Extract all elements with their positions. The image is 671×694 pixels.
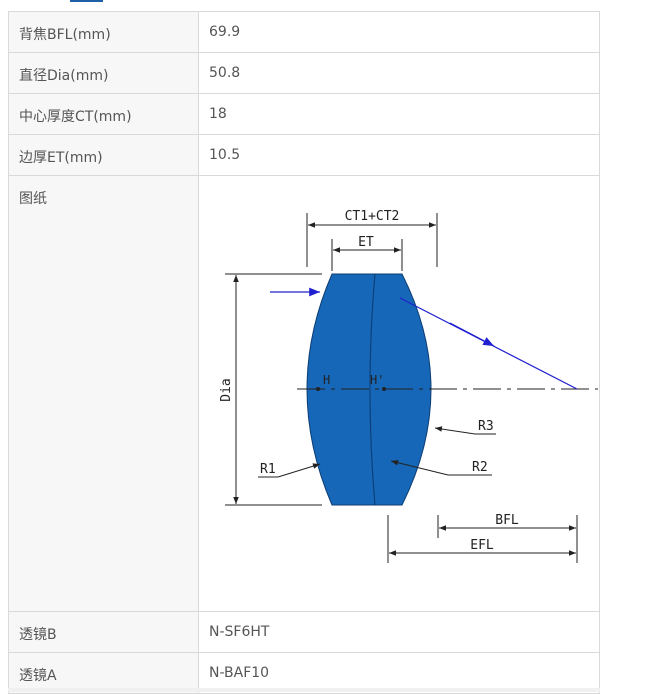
principal-point-h	[316, 387, 320, 391]
r3-leader	[434, 426, 476, 435]
label-dia: Dia	[219, 378, 234, 401]
table-row-drawing: 图纸	[8, 175, 600, 612]
label-r2: R2	[472, 460, 488, 475]
label-h: H	[323, 373, 330, 387]
spec-value-dia: 50.8	[198, 52, 600, 94]
table-row: 边厚ET(mm) 10.5	[8, 134, 600, 176]
r1-leader	[277, 463, 321, 478]
label-ct: CT1+CT2	[345, 209, 400, 224]
table-row: 透镜B N-SF6HT	[8, 611, 600, 653]
ray-arrow	[449, 322, 495, 347]
spec-value-ct: 18	[198, 93, 600, 135]
spec-label-dia: 直径Dia(mm)	[8, 52, 199, 94]
label-r3: R3	[478, 419, 494, 434]
lens-drawing: H H' CT1+CT2 ET Dia R	[219, 209, 598, 563]
lens-spec-table: 背焦BFL(mm) 69.9 直径Dia(mm) 50.8 中心厚度CT(mm)…	[8, 11, 600, 694]
label-h-prime: H'	[370, 373, 384, 387]
spec-value-lens-b: N-SF6HT	[198, 611, 600, 653]
spec-label-bfl: 背焦BFL(mm)	[8, 11, 199, 53]
r2-leader	[390, 459, 449, 476]
spec-label-ct: 中心厚度CT(mm)	[8, 93, 199, 135]
label-efl: EFL	[470, 538, 494, 553]
tab-indicator	[70, 0, 103, 2]
label-r1: R1	[260, 462, 276, 477]
table-row: 直径Dia(mm) 50.8	[8, 52, 600, 94]
spec-value-bfl: 69.9	[198, 11, 600, 53]
spec-label-et: 边厚ET(mm)	[8, 134, 199, 176]
label-et: ET	[358, 235, 374, 250]
spec-label-lens-a: 透镜A	[8, 652, 199, 694]
lens-drawing-cell: H H' CT1+CT2 ET Dia R	[198, 175, 600, 612]
spec-label-drawing: 图纸	[8, 175, 199, 612]
label-bfl: BFL	[495, 513, 519, 528]
table-row: 背焦BFL(mm) 69.9	[8, 11, 600, 53]
principal-point-h-prime	[382, 387, 386, 391]
next-row-edge	[8, 688, 600, 692]
table-row: 中心厚度CT(mm) 18	[8, 93, 600, 135]
spec-label-lens-b: 透镜B	[8, 611, 199, 653]
spec-value-et: 10.5	[198, 134, 600, 176]
